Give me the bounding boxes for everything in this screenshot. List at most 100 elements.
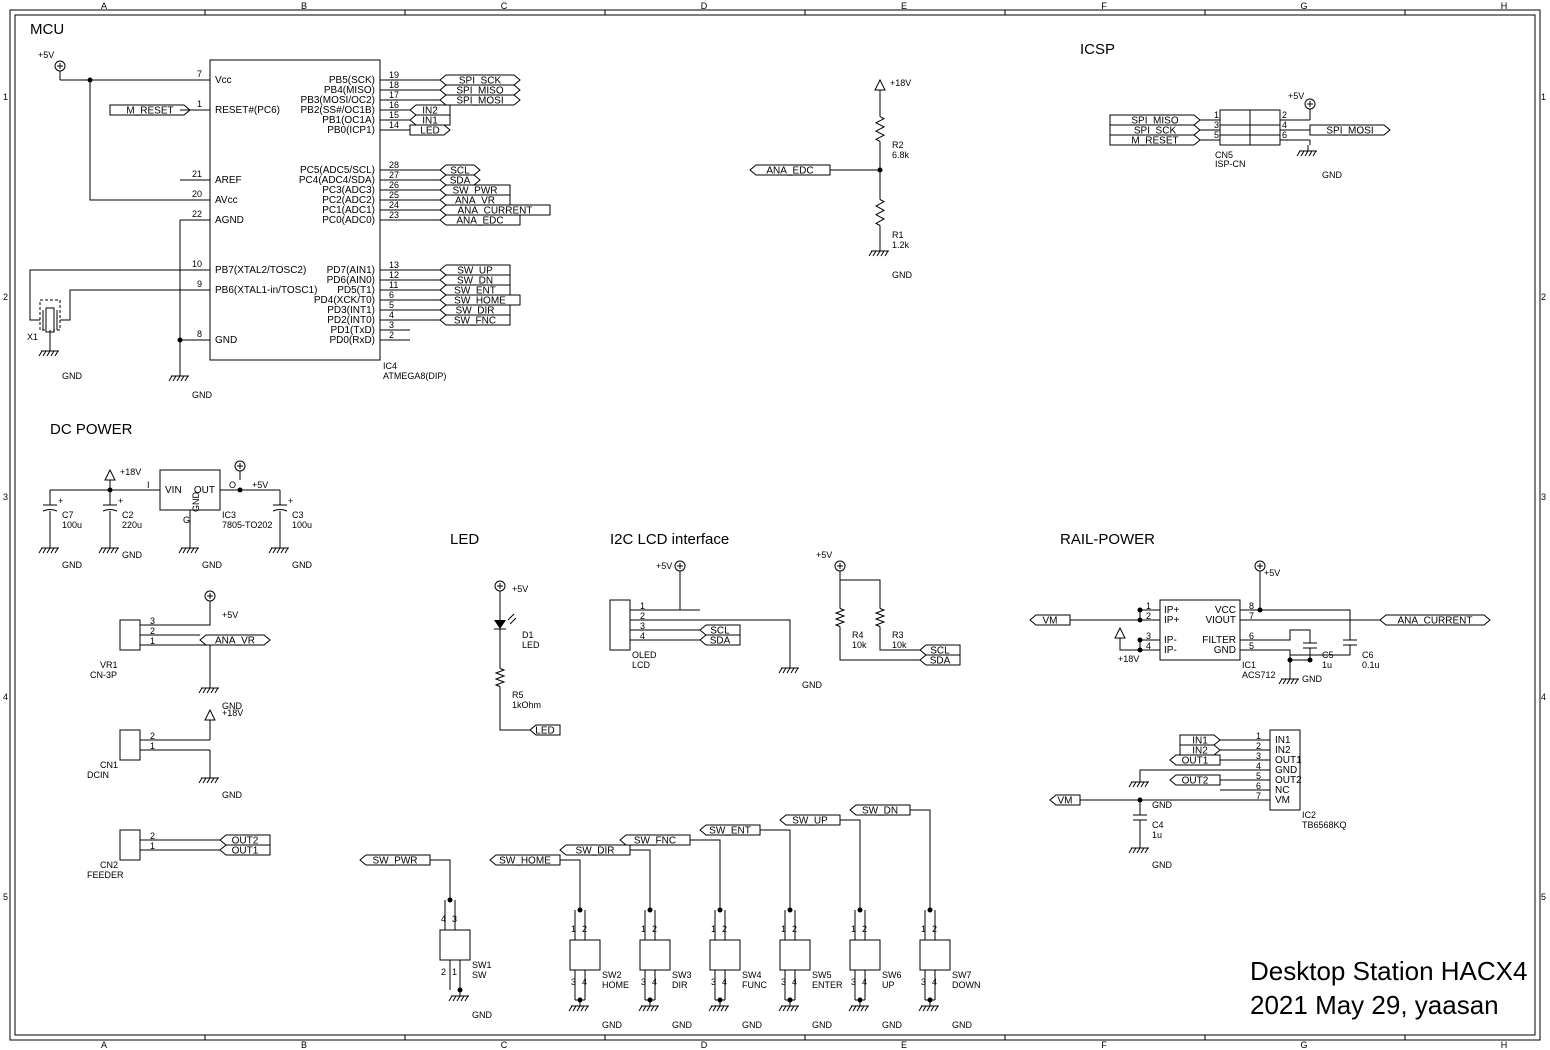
col-label-bottom: F [1101, 1040, 1107, 1050]
pin-name: IP- [1164, 635, 1177, 646]
net-label-shape [919, 654, 961, 666]
net-label-shape [439, 314, 511, 326]
ref-designator: OLED [632, 650, 657, 660]
wire [214, 777, 219, 784]
wire [1260, 649, 1291, 673]
net-label-text: SW_DIR [456, 306, 495, 317]
wire [284, 547, 289, 554]
pin-name: VM [1275, 795, 1290, 806]
wire [38, 350, 43, 357]
part-value: 0.1u [1362, 660, 1380, 670]
pin-number: 1 [150, 636, 155, 646]
wire [930, 1005, 935, 1012]
wire [840, 579, 881, 595]
pin-number: 1 [452, 967, 457, 977]
pin-number: 2 [389, 330, 394, 340]
wire [654, 1005, 659, 1012]
part-value: DIR [672, 980, 688, 990]
net-label-text: ANA_CURRENT [457, 206, 532, 217]
pin-name: PC2(ADC2) [322, 195, 375, 206]
gnd-label: GND [602, 1020, 623, 1030]
wire [106, 547, 111, 554]
wire [190, 547, 195, 554]
junction-dot [787, 907, 793, 913]
pin-number: 2 [150, 731, 155, 741]
part-value: LCD [632, 660, 651, 670]
net-label-shape [699, 824, 761, 836]
wire [494, 668, 506, 687]
gnd-label: GND [222, 701, 243, 711]
polarity-mark: + [118, 496, 123, 506]
wire [182, 547, 187, 554]
pin-number: 16 [389, 100, 399, 110]
pin-number: 7 [197, 69, 202, 79]
net-label-text: SW_DIR [576, 846, 615, 857]
power-5v-symbol: +5V [234, 460, 268, 490]
wire [790, 1005, 795, 1012]
junction-dot [1137, 607, 1143, 613]
gnd-label: GND [882, 1020, 903, 1030]
net-label-text: SDA [450, 176, 471, 187]
pin-name: GND [215, 335, 237, 346]
gnd-label: GND [292, 560, 313, 570]
pin-number: 11 [389, 280, 398, 290]
net-vm: VM [1029, 614, 1071, 627]
pin-number: 1 [1256, 731, 1261, 741]
wire [724, 1005, 729, 1012]
r2-resistor [874, 98, 886, 160]
vr1-body [119, 619, 141, 651]
x1-crystal: X1 [27, 269, 180, 345]
pin-number: 4 [1282, 120, 1287, 130]
wire [1132, 781, 1137, 788]
section-title-dc-power: DC POWER [50, 421, 133, 438]
r3-resistor [874, 595, 886, 640]
pin-name: PD5(T1) [337, 285, 375, 296]
switch-body [779, 939, 811, 971]
schematic-drawing: MCU7Vcc1RESET#(PC6)21AREF20AVcc22AGND10P… [27, 21, 1491, 1030]
pin-number: 1 [711, 924, 716, 934]
part-value: ENTER [812, 980, 843, 990]
pin-number: 5 [1249, 641, 1254, 651]
pin-number: 2 [652, 924, 657, 934]
pin-name: PB2(SS#/OC1B) [301, 105, 375, 116]
net-label-shape [1029, 614, 1071, 626]
ref-designator: R3 [892, 630, 904, 640]
wire [874, 199, 886, 226]
ic1-body [1159, 599, 1241, 661]
net-vm: VM [1049, 794, 1081, 807]
pin-number: 1 [197, 99, 202, 109]
c2-capacitor: + [102, 496, 123, 512]
net-label-text: SPI_MOSI [456, 96, 503, 107]
wire [1260, 609, 1351, 640]
wire [464, 995, 469, 1002]
wire [206, 777, 211, 784]
net-label-text: ANA_CURRENT [1397, 616, 1472, 627]
pin-number: 5 [1214, 130, 1219, 140]
wire [46, 350, 51, 357]
ref-designator: C2 [122, 510, 134, 520]
power-label: +5V [252, 480, 268, 490]
junction-dot [447, 897, 453, 903]
pin-number: 6 [389, 290, 394, 300]
net-label-text: SW_PWR [373, 856, 418, 867]
net-label-shape [529, 724, 561, 736]
c3-capacitor: + [272, 496, 293, 512]
wire [60, 289, 180, 321]
row-label-left: 2 [3, 292, 8, 302]
pin-number: 1 [641, 924, 646, 934]
gnd-symbol [1128, 842, 1149, 854]
part-value: 1u [1152, 830, 1162, 840]
title-line-2: 2021 May 29, yaasan [1250, 990, 1499, 1020]
part-value: 1kOhm [512, 700, 541, 710]
wire [560, 859, 581, 910]
gnd-symbol [178, 542, 199, 554]
gnd-label: GND [202, 560, 223, 570]
pin-name: OUT2 [1275, 775, 1302, 786]
gnd-symbol [708, 1000, 729, 1012]
part-value: LED [522, 640, 540, 650]
wire [54, 547, 59, 554]
net-label-text: OUT1 [1182, 756, 1209, 767]
pin-name: IP+ [1164, 605, 1179, 616]
ref-designator: SW2 [602, 970, 622, 980]
gnd-symbol [268, 542, 289, 554]
